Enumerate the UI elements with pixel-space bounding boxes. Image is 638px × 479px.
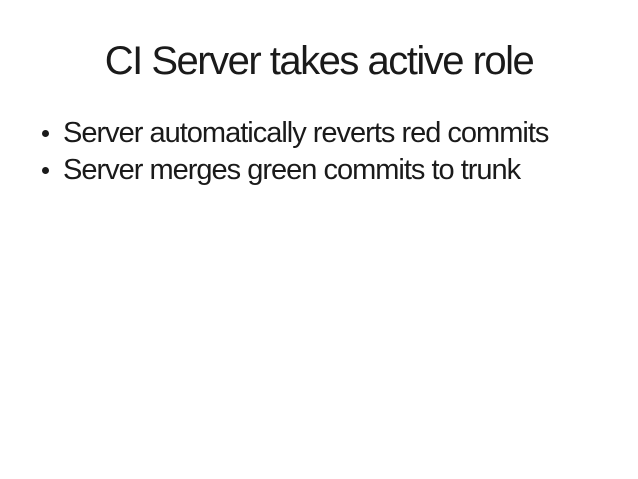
bullet-dot-icon: [42, 130, 49, 137]
bullet-dot-icon: [42, 167, 49, 174]
bullet-text: Server merges green commits to trunk: [63, 154, 521, 186]
bullet-item: Server automatically reverts red commits: [40, 115, 628, 152]
bullet-item: Server merges green commits to trunk: [40, 152, 628, 189]
slide-title: CI Server takes active role: [104, 39, 535, 83]
bullet-list: Server automatically reverts red commits…: [40, 115, 628, 189]
bullet-text: Server automatically reverts red commits: [63, 117, 549, 149]
